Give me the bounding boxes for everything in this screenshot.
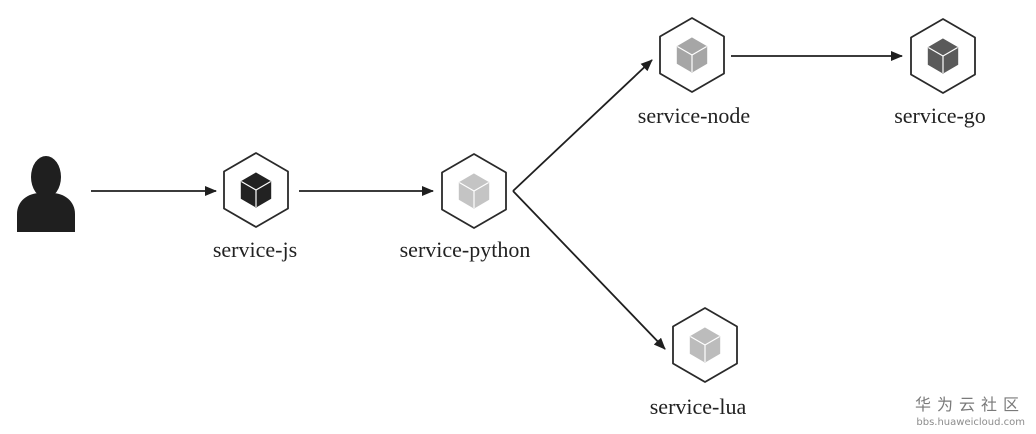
service-lua-node: service-lua (650, 307, 747, 419)
watermark-title: 华为云社区 (915, 395, 1025, 414)
service-node-label: service-node (638, 103, 750, 128)
service-node-node: service-node (638, 17, 750, 128)
edge-service-python-to-service-lua (512, 190, 666, 350)
service-js-label: service-js (213, 237, 297, 262)
watermark: 华为云社区 bbs.huaweicloud.com (915, 395, 1025, 428)
service-go-node: service-go (894, 18, 986, 128)
service-python-node: service-python (400, 153, 531, 262)
service-node-icon (659, 17, 725, 93)
service-python-icon (441, 153, 507, 229)
service-go-icon (910, 18, 976, 94)
user-node (17, 156, 75, 232)
edge-service-python-to-service-node (512, 59, 653, 192)
service-lua-label: service-lua (650, 394, 747, 419)
service-lua-icon (672, 307, 738, 383)
user-icon (17, 156, 75, 232)
service-js-icon (223, 152, 289, 228)
service-python-label: service-python (400, 237, 531, 262)
watermark-url: bbs.huaweicloud.com (916, 417, 1025, 428)
service-js-node: service-js (213, 152, 297, 262)
service-go-label: service-go (894, 103, 986, 128)
